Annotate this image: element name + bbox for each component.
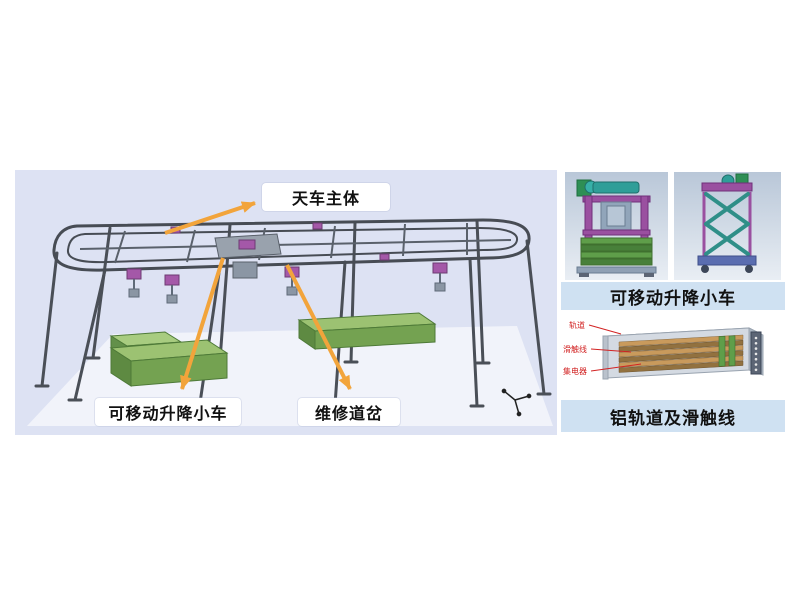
orientation-axis-icon — [501, 388, 532, 417]
caption-lift-trolley: 可移动升降小车 — [561, 282, 785, 310]
caption-aluminum-rail: 铝轨道及滑触线 — [561, 400, 785, 432]
green-plates — [718, 335, 736, 367]
annotation-contact-line: 滑触线 — [563, 344, 587, 354]
label-lift-trolley: 可移动升降小车 — [95, 398, 241, 426]
annotation-rail: 轨道 — [569, 320, 585, 330]
overhead-rails — [52, 218, 531, 272]
annotation-leader-lines — [588, 324, 642, 372]
trolley-front-view-image — [565, 172, 668, 280]
bench-long — [297, 312, 437, 350]
end-connector — [750, 331, 762, 375]
annotation-collector: 集电器 — [563, 366, 587, 376]
detail-panels: 可移动升降小车 — [561, 170, 785, 432]
rail-left-cap — [602, 335, 609, 380]
trolley-scissor-lift-image — [674, 172, 781, 280]
rail-detail-image: 轨道 滑触线 集电器 — [561, 312, 785, 398]
rail-annotations: 轨道 滑触线 集电器 — [563, 320, 587, 376]
turnout-platform — [214, 233, 282, 279]
label-crane-body: 天车主体 — [262, 183, 390, 211]
main-diagram-panel: 天车主体 可移动升降小车 维修道岔 — [15, 170, 557, 435]
label-maintenance-switch: 维修道岔 — [298, 398, 400, 426]
busbar-strips — [618, 334, 744, 373]
